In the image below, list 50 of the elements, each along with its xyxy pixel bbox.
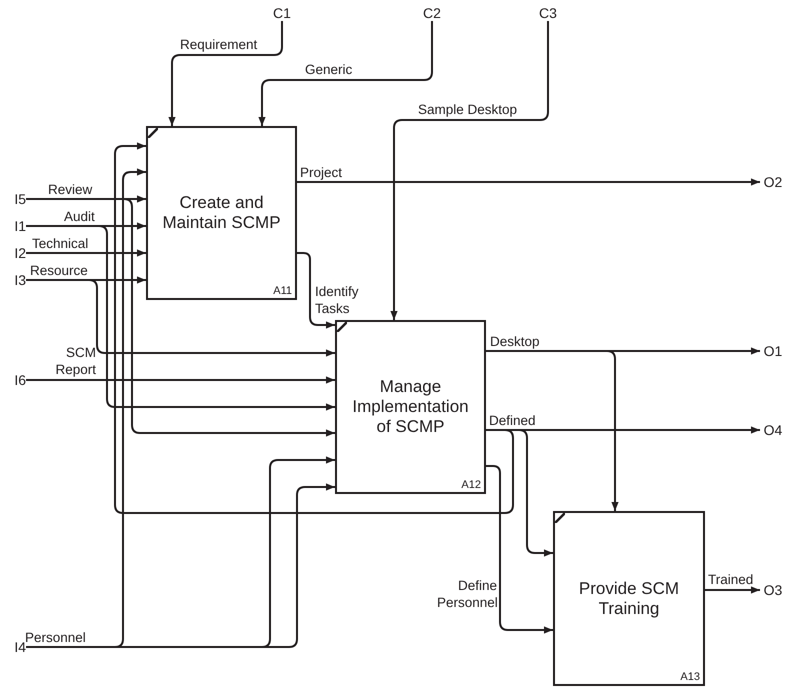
arrow [486,350,619,511]
activity-number: A13 [680,671,700,683]
port-label: I6 [2,372,26,388]
activity-title: Provide SCM Training [578,578,680,618]
edge-label: Trained [708,571,754,588]
port-label: C3 [539,5,557,21]
activity-title: Manage Implementation of SCMP [351,377,470,437]
port-label: C2 [423,5,441,21]
edge-label: Review [48,181,92,198]
activity-number: A12 [461,479,481,491]
arrow [390,21,549,320]
arrow [26,225,335,411]
arrow [114,142,514,514]
arrow [26,198,335,437]
arrow [26,249,146,257]
edge-label: Project [300,164,342,181]
arrow [258,21,433,126]
arrow [26,279,335,357]
edge-label: Technical [32,235,88,252]
activity-box [335,320,486,494]
port-label: I2 [2,245,26,261]
activity-box [146,126,297,300]
port-label: I4 [2,639,26,655]
edge-label: Define Personnel [437,577,497,611]
edge-label: Requirement [180,36,258,53]
port-label: I3 [2,272,26,288]
port-label: O4 [760,422,786,438]
edge-label: Audit [64,208,95,225]
activity-box [553,511,705,686]
port-label: O3 [760,582,786,598]
arrow [705,586,760,594]
edge-label: Defined [489,412,536,429]
edge-label: SCM Report [54,344,96,378]
edge-label: Sample Desktop [418,101,518,118]
port-label: C1 [273,5,291,21]
arrow [168,21,283,126]
activity-number: A11 [273,285,292,297]
edge-label: Resource [30,262,88,279]
port-label: I1 [2,218,26,234]
arrow [486,429,553,557]
port-label: O2 [760,174,786,190]
edge-label: Generic [305,61,352,78]
edge-label: Desktop [490,333,540,350]
edge-label: Identify Tasks [315,283,360,317]
port-label: O1 [760,343,786,359]
arrow [26,376,335,384]
edge-label: Personnel [25,629,86,645]
arrow [297,178,760,186]
activity-title: Create and Maintain SCMP [161,193,282,233]
port-label: I5 [2,191,26,207]
